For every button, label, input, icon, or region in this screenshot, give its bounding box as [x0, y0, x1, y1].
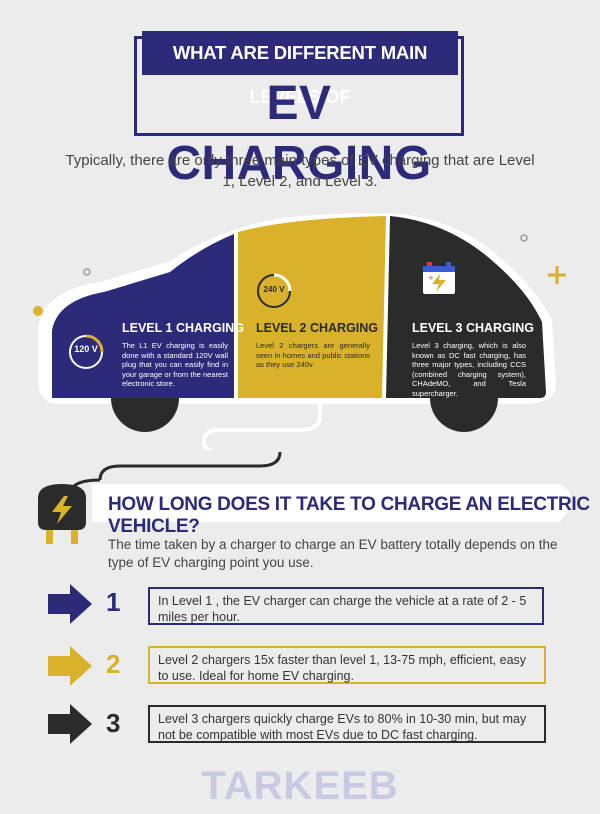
decor-ring: [520, 234, 528, 242]
level2-text: Level 2 chargers are generally seen in h…: [256, 341, 370, 369]
step-box-3: Level 3 chargers quickly charge EVs to 8…: [148, 705, 546, 743]
battery-icon: +: [423, 262, 455, 294]
level1-title: LEVEL 1 CHARGING: [122, 321, 245, 335]
arrow-right-icon: [48, 704, 92, 744]
plug-icon: [38, 484, 86, 544]
section2-header-graphic: [38, 451, 570, 544]
title-banner: WHAT ARE DIFFERENT MAIN LEVELS OF: [142, 31, 458, 107]
svg-text:+: +: [428, 274, 434, 282]
arrow-right-icon: [48, 646, 92, 686]
level2-panel: [238, 216, 386, 398]
intro-text: Typically, there are only three main typ…: [65, 152, 535, 190]
step-box-2: Level 2 chargers 15x faster than level 1…: [148, 646, 546, 684]
brand-logo: TARKEEB: [201, 764, 399, 808]
level3-text: Level 3 charging, which is also known as…: [412, 341, 526, 398]
level2-title: LEVEL 2 CHARGING: [256, 321, 379, 335]
step-arrows: [48, 584, 92, 744]
level1-text: The L1 EV charging is easily done with a…: [122, 341, 228, 388]
section2-intro: The time taken by a charger to charge an…: [108, 537, 558, 570]
level3-title: LEVEL 3 CHARGING: [412, 321, 535, 335]
page-title: EV CHARGING: [166, 77, 432, 190]
decor-ring: [83, 268, 91, 276]
section2-title: HOW LONG DOES IT TAKE TO CHARGE AN ELECT…: [108, 494, 590, 537]
level2-badge-label: 240 V: [263, 285, 285, 294]
step-number-3: 3: [106, 708, 121, 738]
plus-icon: [548, 266, 566, 284]
arrow-right-icon: [48, 584, 92, 624]
decor-dot: [33, 306, 43, 316]
step-number-2: 2: [106, 649, 121, 679]
ev-car-illustration: +: [33, 213, 566, 450]
step-box-1: In Level 1 , the EV charger can charge t…: [148, 587, 544, 625]
section2-banner: [92, 484, 570, 522]
level1-badge-label: 120 V: [74, 344, 98, 354]
level3-panel: [386, 216, 546, 398]
step-number-1: 1: [106, 587, 121, 617]
